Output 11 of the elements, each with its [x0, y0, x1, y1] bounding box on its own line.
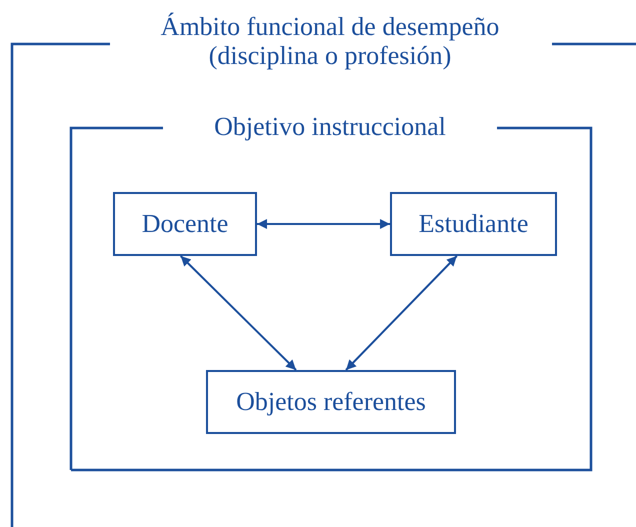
box-label: Objetos referentes: [236, 387, 426, 417]
double-arrow: [180, 255, 297, 371]
double-arrow: [345, 255, 458, 371]
double-arrow: [257, 219, 390, 229]
concept-box: [206, 370, 456, 434]
frame-heading: Ámbito funcional de desempeño (disciplina o profesión): [160, 12, 500, 70]
frame-heading: Objetivo instruccional: [213, 112, 447, 142]
concept-box: [113, 192, 257, 256]
concept-box: [390, 192, 557, 256]
box-label: Estudiante: [418, 209, 528, 239]
box-label: Docente: [142, 209, 228, 239]
